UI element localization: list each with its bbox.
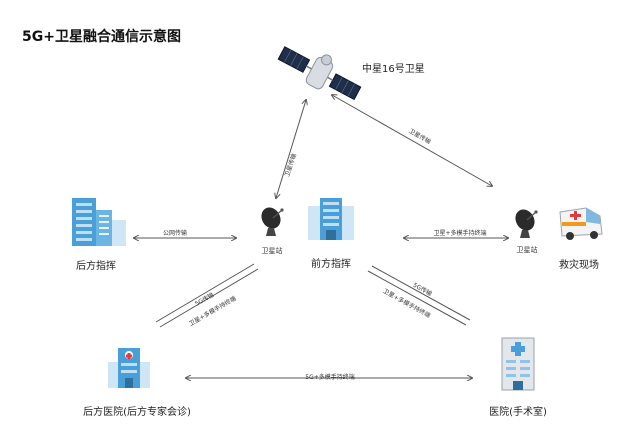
hospital-or-label: 医院(手术室) xyxy=(489,407,547,418)
satellite-dish-icon xyxy=(515,209,538,238)
front-command-label: 前方指挥 xyxy=(311,259,351,270)
satellite-icon xyxy=(277,46,362,101)
link-left-diag-1 xyxy=(155,263,255,323)
link-label-front-rescue: 卫星+多模手持终端 xyxy=(433,230,487,237)
rear-command-label: 后方指挥 xyxy=(76,261,116,272)
link-right-diag-1 xyxy=(371,265,471,321)
link-left-diag-2 xyxy=(159,268,259,328)
rear-hospital-building-icon xyxy=(108,348,150,388)
front-command-building-icon xyxy=(308,198,354,240)
rescue-site-label: 救灾现场 xyxy=(559,260,599,271)
rear-command-building-icon xyxy=(72,198,126,246)
ground-station-right-label: 卫星站 xyxy=(516,246,538,254)
satellite-dish-icon xyxy=(261,207,284,236)
ground-station-left-label: 卫星站 xyxy=(261,247,283,255)
rear-hospital-label: 后方医院(后方专家会诊) xyxy=(83,407,191,418)
diagram-title: 5G+卫星融合通信示意图 xyxy=(22,29,181,45)
link-label-public: 公网传输 xyxy=(162,230,188,237)
hospital-building-icon xyxy=(501,337,535,391)
link-sat-left xyxy=(276,100,306,198)
link-sat-right xyxy=(332,95,492,186)
link-right-diag-2 xyxy=(367,270,467,326)
ambulance-icon xyxy=(559,207,603,240)
link-label-bottom: 5G+多模手持终端 xyxy=(305,374,355,381)
satellite-label: 中星16号卫星 xyxy=(362,64,425,75)
